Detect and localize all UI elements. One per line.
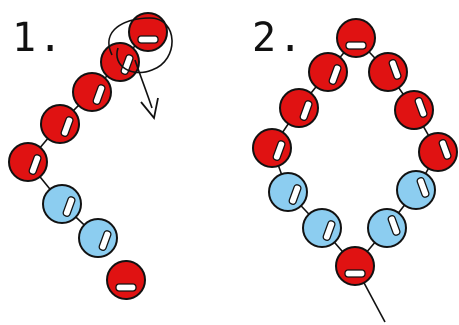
blue-bead	[367, 208, 407, 248]
arrow-head-icon	[140, 97, 159, 121]
red-bead	[394, 90, 434, 130]
thread-step-2	[271, 37, 439, 268]
red-bead	[279, 88, 319, 128]
blue-bead	[42, 184, 82, 224]
red-bead	[40, 104, 80, 144]
thread-arrow-shaft	[134, 59, 153, 109]
blue-bead	[302, 208, 342, 248]
red-bead	[72, 72, 112, 112]
red-bead	[308, 52, 348, 92]
thread-loop	[108, 17, 173, 74]
red-bead	[100, 42, 140, 82]
red-bead	[252, 128, 292, 168]
red-bead	[335, 246, 375, 286]
red-bead	[418, 132, 458, 172]
red-bead	[8, 142, 48, 182]
red-bead	[128, 12, 168, 52]
blue-bead	[78, 218, 118, 258]
blue-bead	[268, 172, 308, 212]
step-1-label: 1.	[12, 15, 65, 61]
blue-bead	[396, 170, 436, 210]
step-2-label: 2.	[252, 15, 305, 61]
red-bead	[336, 18, 376, 58]
red-bead	[106, 260, 146, 300]
red-bead	[368, 52, 408, 92]
